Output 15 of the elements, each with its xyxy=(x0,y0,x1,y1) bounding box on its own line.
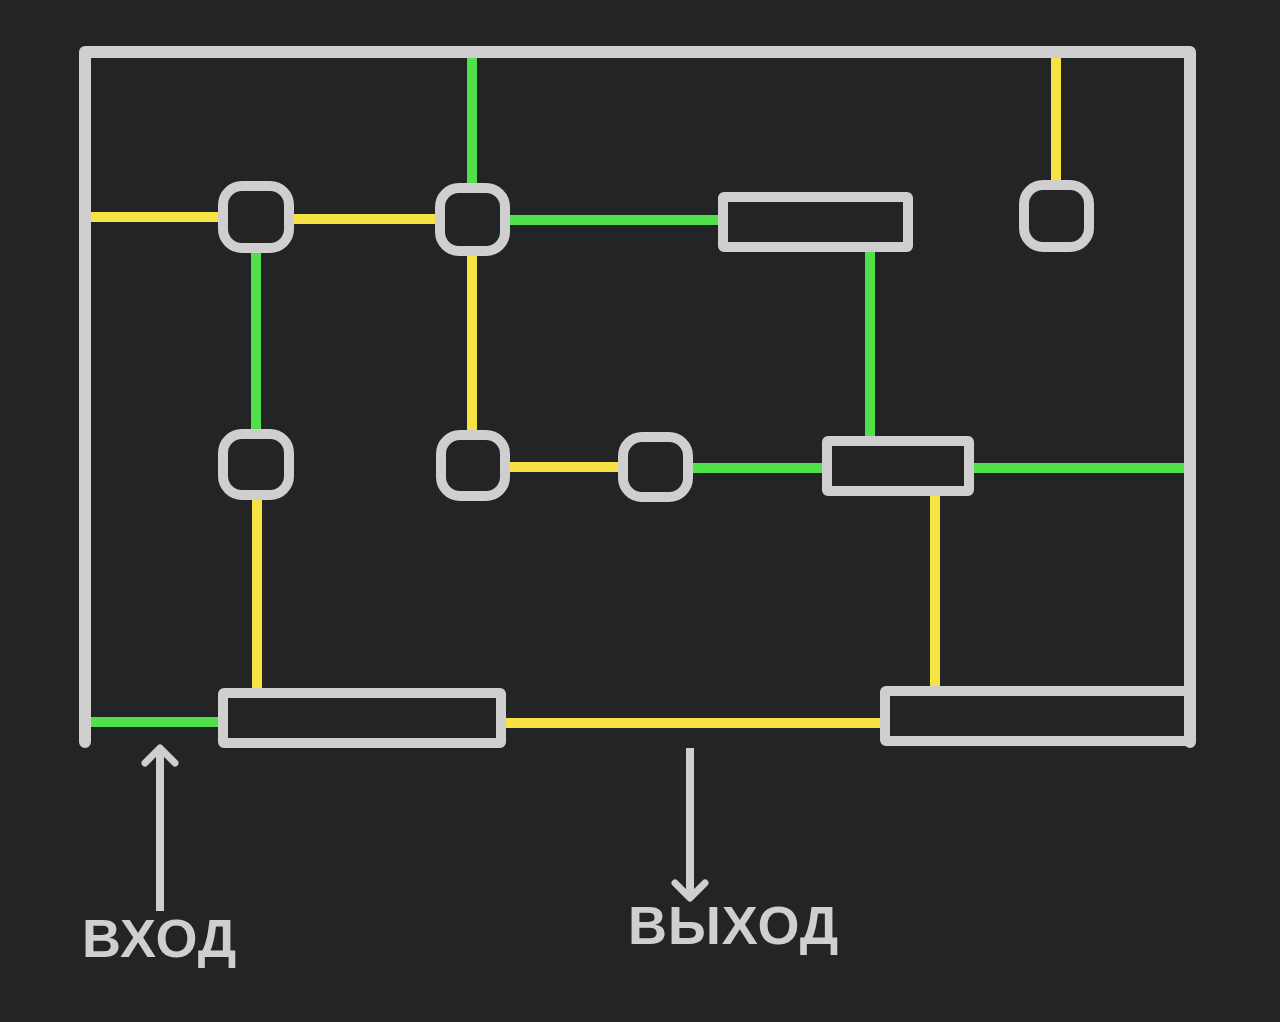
wall-frame xyxy=(79,46,1196,748)
connector-line xyxy=(467,256,477,430)
bar-node xyxy=(880,686,1196,746)
connector-line xyxy=(252,500,262,688)
connector-line xyxy=(251,253,261,429)
connector-line xyxy=(510,215,718,225)
bar-node xyxy=(718,192,913,252)
bar-node xyxy=(218,688,506,748)
bar-node xyxy=(822,436,974,496)
connector-line xyxy=(506,718,880,728)
connector-line xyxy=(865,252,875,436)
connector-line xyxy=(510,462,618,472)
connector-line xyxy=(693,463,822,473)
connector-line xyxy=(294,214,435,224)
connector-line xyxy=(930,496,940,686)
